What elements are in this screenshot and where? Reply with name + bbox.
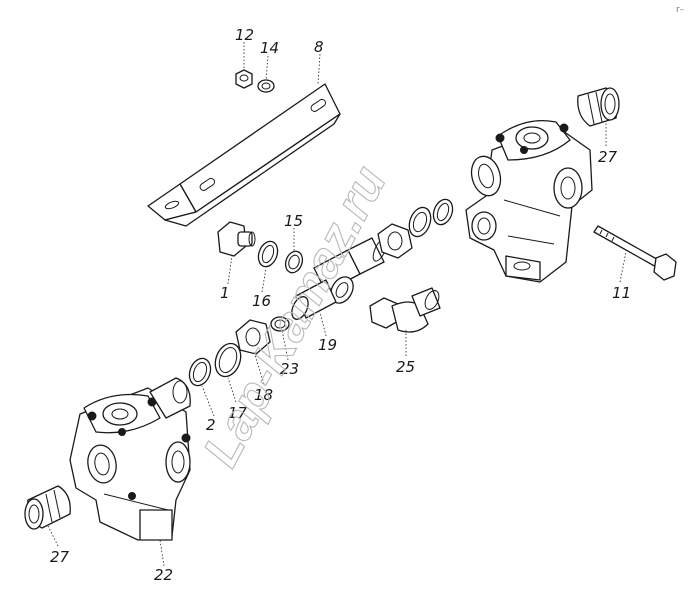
callout-11: 11 (612, 284, 631, 302)
callout-17: 17 (228, 404, 248, 422)
callout-1: 1 (220, 284, 230, 302)
leader-lines (47, 42, 627, 567)
part-11-bolt (593, 225, 677, 281)
callout-15: 15 (284, 212, 303, 230)
callouts: 12 14 8 15 1 16 19 23 18 17 2 25 11 27 2… (50, 26, 631, 584)
corner-mark: r– (676, 5, 685, 15)
callout-8: 8 (314, 38, 324, 56)
part-12-nut (235, 69, 253, 89)
part-8-bracket (147, 83, 341, 227)
part-27-connector-top (577, 87, 620, 127)
ring-right-1 (408, 206, 432, 238)
part-15-washer (284, 250, 304, 274)
part-27-connector-bottom (24, 485, 71, 530)
part-23-nut (235, 319, 271, 355)
nut-right (377, 223, 413, 259)
part-18-ring (214, 342, 242, 378)
ring-right-2 (432, 198, 454, 226)
part-19-tee (291, 237, 388, 320)
callout-19: 19 (318, 336, 337, 354)
part-25-elbow (369, 287, 441, 333)
watermark: Lap-Kamaz.ru (192, 157, 397, 475)
part-23-washer (270, 316, 290, 332)
part-17-ring (188, 357, 212, 387)
callout-27-top: 27 (598, 148, 618, 166)
part-1-union (217, 221, 256, 257)
callout-22: 22 (154, 566, 173, 584)
valve-assembly-bottom (69, 377, 191, 541)
valve-assembly-top (465, 119, 593, 283)
part-14-washer (257, 79, 275, 93)
callout-2: 2 (206, 416, 216, 434)
callout-14: 14 (260, 39, 279, 57)
callout-12: 12 (235, 26, 254, 44)
callout-27-bottom: 27 (50, 548, 70, 566)
callout-23: 23 (280, 360, 299, 378)
part-16-ring (257, 240, 279, 268)
callout-25: 25 (396, 358, 415, 376)
callout-18: 18 (254, 386, 273, 404)
callout-16: 16 (252, 292, 271, 310)
